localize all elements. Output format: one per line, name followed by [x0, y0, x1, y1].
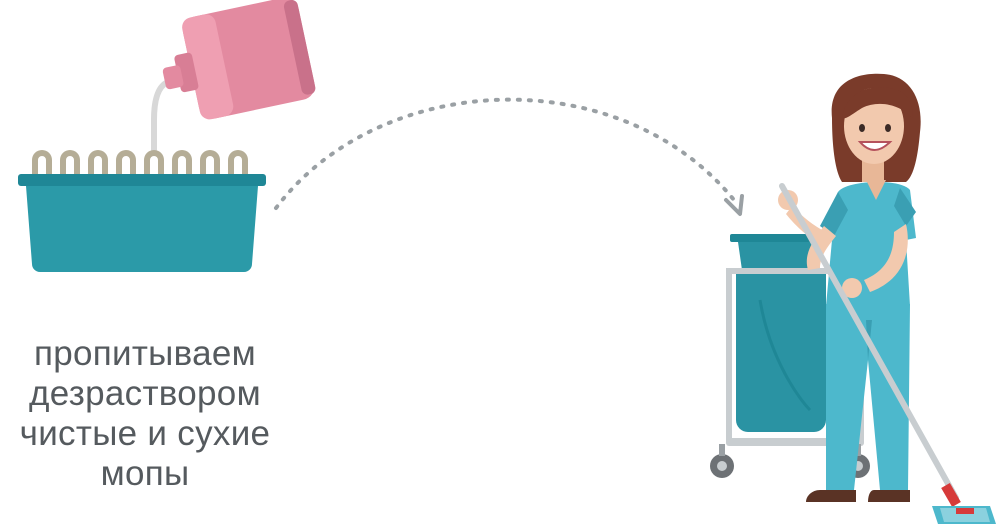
liquid-stream	[151, 79, 171, 153]
caption-line-2: дезраствором	[29, 374, 261, 413]
caption: пропитываем дезраствором чистые и сухие …	[0, 334, 290, 494]
bottle-icon	[162, 0, 316, 120]
dotted-arrow-icon	[274, 97, 744, 216]
basin-icon	[18, 174, 266, 272]
caption-line-3: чистые и сухие	[19, 414, 271, 453]
mop-icon	[779, 183, 996, 524]
cleaner-woman-icon	[778, 73, 921, 502]
caption-line-4: мопы	[100, 454, 190, 493]
mop-fringe	[32, 150, 248, 178]
caption-line-1: пропитываем	[33, 334, 257, 373]
